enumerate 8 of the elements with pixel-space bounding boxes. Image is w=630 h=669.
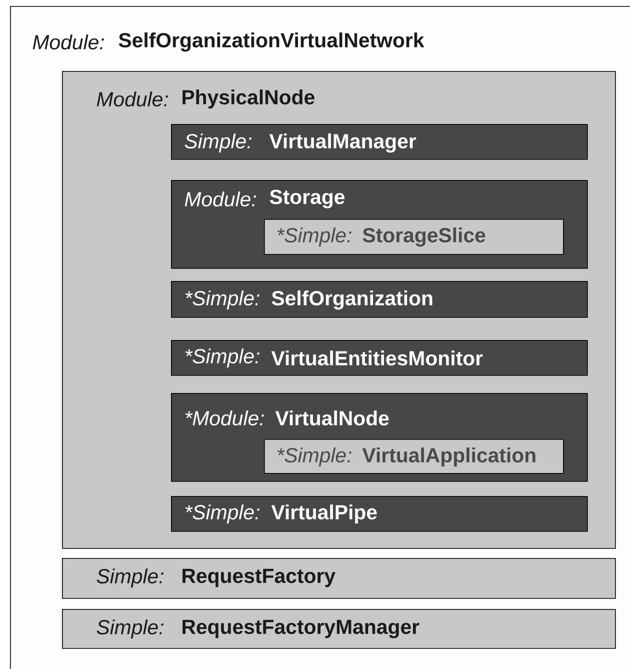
component-box: *Simple: VirtualEntitiesMonitor (171, 340, 588, 376)
component-box: *Simple: VirtualPipe (171, 496, 588, 532)
component-box: *Simple: VirtualApplication (264, 439, 564, 474)
component-box: Simple: RequestFactory (62, 558, 616, 599)
component-box: *Simple: SelfOrganization (171, 281, 588, 318)
component-box: *Simple: StorageSlice (264, 219, 564, 255)
component-box: Simple: RequestFactoryManager (62, 609, 616, 649)
component-box: Simple: VirtualManager (171, 124, 588, 160)
